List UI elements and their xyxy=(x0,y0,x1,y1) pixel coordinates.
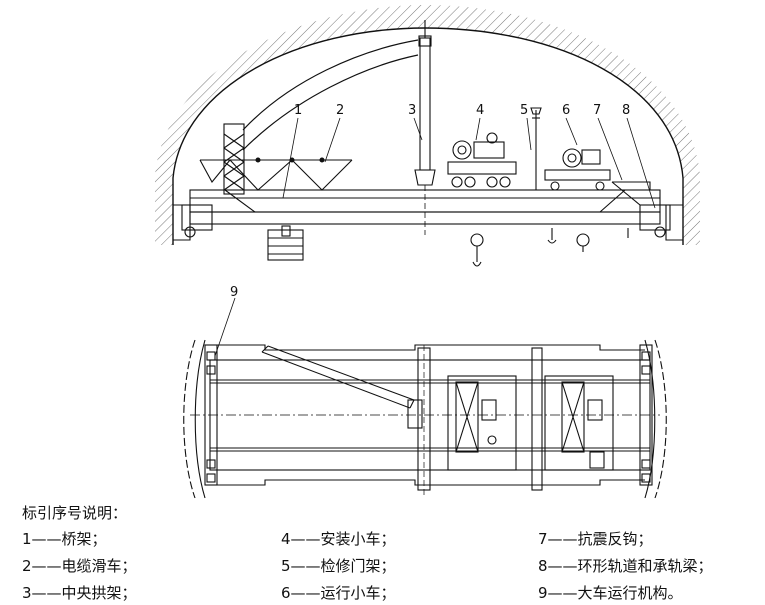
callout-9: 9 xyxy=(230,285,238,300)
arch-rib xyxy=(242,39,419,131)
elevation-view xyxy=(155,5,700,267)
legend-item: 7——抗震反钩； xyxy=(538,530,653,548)
cable-chain xyxy=(261,345,415,409)
cavern-rock xyxy=(155,5,700,245)
legend-item: 2——电缆滑车； xyxy=(22,557,137,575)
cable-festoon xyxy=(199,159,353,191)
running-trolley xyxy=(544,169,611,181)
legend-item: 6——运行小车； xyxy=(281,584,396,602)
truss-tower xyxy=(223,123,245,195)
ring-track-right xyxy=(654,339,667,499)
legend-item: 5——检修门架； xyxy=(281,557,396,575)
plan-view xyxy=(183,297,667,499)
ring-track-left xyxy=(183,339,196,499)
callout-6: 6 xyxy=(562,103,570,118)
arch-rib-inner xyxy=(242,54,419,151)
plan-outline xyxy=(205,344,645,486)
legend-item: 4——安装小车； xyxy=(281,530,396,548)
anti-seismic-hook xyxy=(611,181,651,206)
callout-1: 1 xyxy=(294,103,302,118)
callout-3: 3 xyxy=(408,103,416,118)
callout-5: 5 xyxy=(520,103,528,118)
legend-item: 9——大车运行机构。 xyxy=(538,584,683,602)
callout-2: 2 xyxy=(336,103,344,118)
legend-title: 标引序号说明： xyxy=(22,504,128,522)
running-trolley-plan xyxy=(544,375,614,471)
callout-4: 4 xyxy=(476,103,484,118)
installation-trolley xyxy=(447,161,517,175)
central-mast xyxy=(419,37,431,171)
legend-item: 1——桥架； xyxy=(22,530,107,548)
rail-beam-right xyxy=(665,204,683,241)
callout-8: 8 xyxy=(622,103,630,118)
crane-diagram: 1 2 3 4 5 6 7 8 xyxy=(155,5,700,499)
legend-item: 8——环形轨道和承轨梁； xyxy=(538,557,713,575)
callout-7: 7 xyxy=(593,103,601,118)
legend-item: 3——中央拱架； xyxy=(22,584,137,602)
installation-trolley-plan xyxy=(447,375,517,471)
